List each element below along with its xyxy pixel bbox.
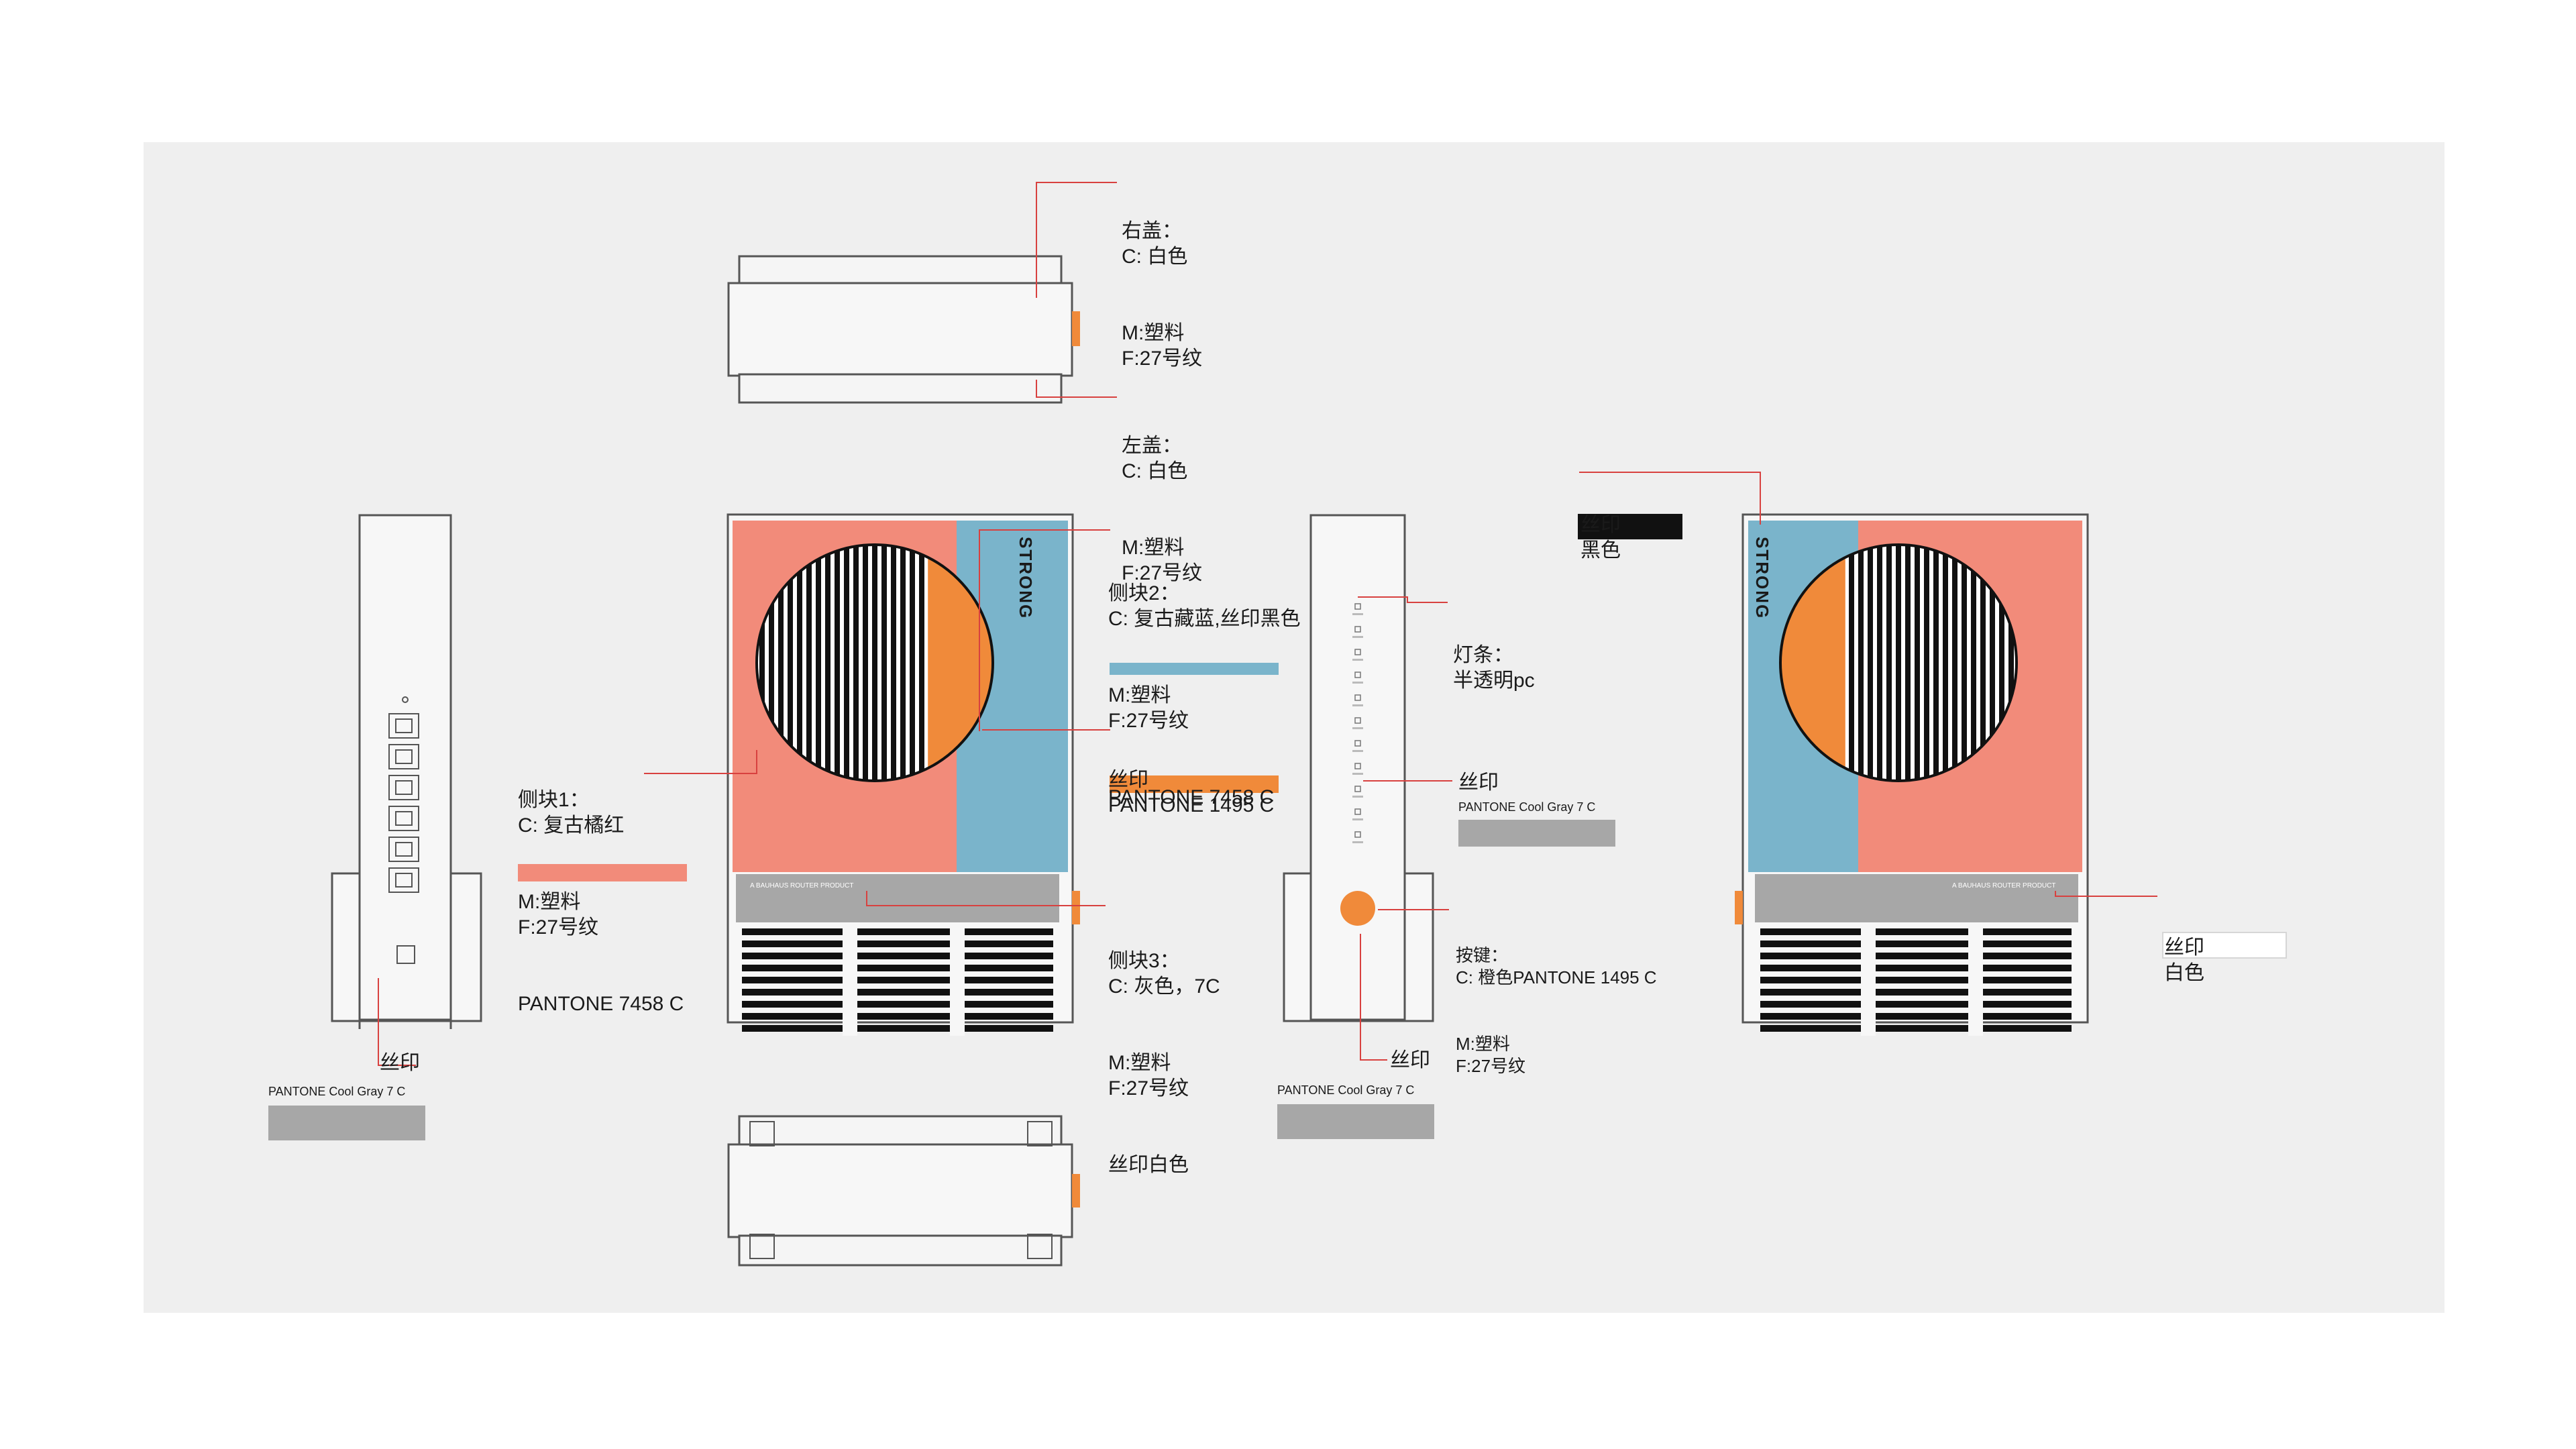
swatch-cool-gray-mid	[1458, 820, 1615, 847]
light-bar-indicators	[1352, 603, 1363, 843]
back-strip-text: A BAUHAUS ROUTER PRODUCT	[1952, 882, 2056, 890]
swatch-pantone-7458	[518, 864, 687, 881]
front-vent-circle	[755, 543, 994, 782]
back-view	[1735, 513, 2089, 1036]
back-vent-circle	[1779, 543, 2018, 782]
swatch-cool-gray-right	[1277, 1104, 1434, 1139]
swatch-pantone-1495	[1110, 775, 1279, 793]
top-view-button	[1072, 311, 1080, 346]
callout-print-mid-pantone: PANTONE Cool Gray 7 C	[1458, 800, 1596, 814]
callout-print-black: 丝印黑色	[1580, 514, 1621, 561]
front-strip-text: A BAUHAUS ROUTER PRODUCT	[750, 882, 854, 890]
power-button	[1340, 891, 1375, 926]
front-vent-grille	[742, 928, 1053, 1036]
ethernet-ports	[388, 713, 419, 893]
swatch-cool-gray-left	[268, 1106, 425, 1140]
callout-light-bar: 灯条：半透明pc	[1453, 644, 1535, 692]
callout-print-left-pantone: PANTONE Cool Gray 7 C	[268, 1085, 406, 1098]
callout-print-right-pantone: PANTONE Cool Gray 7 C	[1277, 1083, 1415, 1097]
callout-lines	[378, 182, 2157, 1066]
back-vent-grille	[1760, 928, 2072, 1036]
callout-print-right: 丝印	[1390, 1049, 1430, 1071]
swatch-side-block-2	[1110, 663, 1279, 675]
callout-print-white: 丝印白色	[2164, 936, 2204, 984]
callout-print-mid: 丝印	[1458, 771, 1499, 794]
brand-logo-back: STRONG	[1752, 537, 1772, 620]
swatch-black	[1578, 514, 1682, 539]
bottom-view	[727, 1115, 1080, 1267]
swatch-white	[2162, 932, 2287, 959]
top-view	[727, 255, 1080, 404]
front-view	[727, 513, 1080, 1036]
left-side-view	[331, 514, 482, 1029]
callout-print-left: 丝印	[380, 1052, 420, 1074]
side-block-3-gray	[736, 874, 1059, 922]
power-socket	[396, 945, 415, 964]
brand-logo-front: STRONG	[1016, 537, 1036, 620]
right-side-view	[1283, 514, 1434, 1022]
